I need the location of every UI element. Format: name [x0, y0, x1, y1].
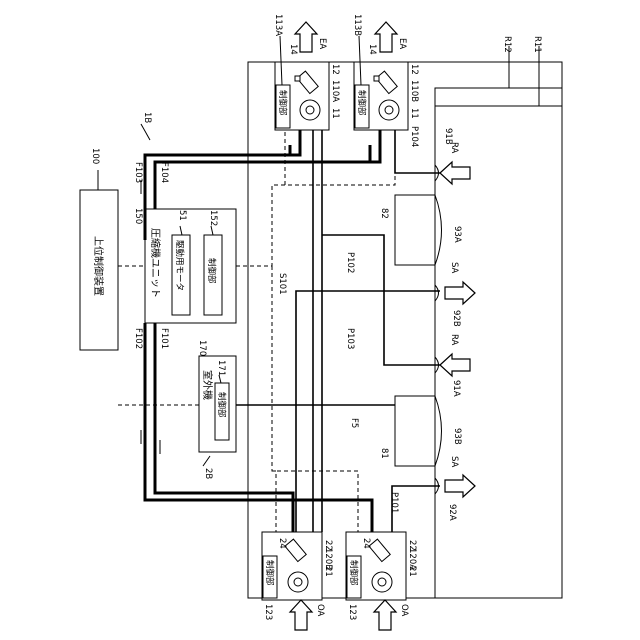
indoor-coil-82 [395, 195, 435, 265]
u123b-label: 123 [263, 604, 273, 620]
n93a-label: 93A [452, 226, 462, 243]
diffuser-93b [435, 396, 442, 466]
outdoor-ref-label: 170 [197, 340, 207, 356]
outdoor-control-label: 制御部 [216, 392, 227, 418]
n24a-label: 24 [361, 538, 371, 549]
diffuser-93a [435, 195, 442, 265]
ea-label-a: EA [317, 38, 327, 49]
ea-label-b: EA [397, 38, 407, 49]
sa-arrow-upper [445, 282, 475, 304]
p102-label: P102 [345, 252, 355, 273]
oa-label-b: OA [315, 604, 325, 617]
n12b-label: 12 [409, 64, 419, 75]
oa-arrow-b [290, 600, 312, 630]
exhaust-ctrl-113a-label: 制御部 [277, 90, 288, 116]
motor-ref-label: 51 [177, 210, 187, 221]
s101-label: S101 [277, 273, 287, 295]
f104-label: F104 [159, 162, 169, 183]
controller-ref-label: 100 [90, 148, 100, 164]
oa-label-a: OA [399, 604, 409, 617]
outdoor-ctrl-ref-label: 171 [216, 360, 226, 376]
u113a-label: 113A [273, 14, 283, 36]
system-label-leader [141, 124, 150, 140]
compressor-control-label: 制御部 [206, 258, 217, 284]
unit-2b-label: 2B [203, 468, 213, 479]
ea-arrow-b [375, 22, 397, 52]
compressor-ref-label: 150 [133, 208, 143, 224]
exhaust-ctrl-113b-label: 制御部 [356, 90, 367, 116]
oa-arrow-a [374, 600, 396, 630]
sa-arrow-lower [445, 475, 475, 497]
n12a-label: 12 [330, 64, 340, 75]
outdoor-unit-label: 室外機 [201, 370, 214, 400]
upper-controller-label: 上位制御装置 [92, 236, 105, 296]
n92b-label: 92B [451, 310, 461, 327]
f103-label: F103 [133, 162, 143, 183]
n11a-label: 11 [330, 108, 340, 119]
ra-arrow-lower [440, 354, 470, 376]
system-label: 1B [142, 112, 152, 123]
n91a-label: 91A [451, 380, 461, 397]
building-outline [248, 62, 562, 598]
sa-label-upper: SA [449, 262, 459, 274]
pipe-f104 [155, 106, 380, 209]
u110a-label: 110A [330, 80, 340, 102]
n14b-label: 14 [367, 44, 377, 55]
vent-92b [435, 285, 439, 301]
u123a-label: 123 [347, 604, 357, 620]
drive-motor-label: 駆動用モータ [174, 240, 185, 291]
n92a-label: 92A [447, 504, 457, 521]
f5-label: F5 [349, 418, 359, 428]
f102-label: F102 [133, 328, 143, 349]
room-r11-label: R11 [532, 36, 542, 53]
room-r12-label: R12 [502, 36, 512, 53]
indoor-coil-81 [395, 396, 435, 466]
n14a-label: 14 [288, 44, 298, 55]
u110b-label: 110B [409, 80, 419, 102]
p103-label: P103 [345, 328, 355, 349]
n82-label: 82 [379, 208, 389, 219]
n11b-label: 11 [409, 108, 419, 119]
ra-arrow-upper [440, 162, 470, 184]
u120b-label: 120B [323, 548, 333, 570]
sensor-14a [295, 76, 300, 81]
n24b-label: 24 [277, 538, 287, 549]
u113b-label: 113B [352, 14, 362, 36]
supply-ctrl-123a-label: 制御部 [348, 560, 359, 586]
compressor-unit-label: 圧縮機ユニット [149, 228, 162, 298]
sensor-14b [374, 76, 379, 81]
ra-label-lower: RA [449, 334, 459, 346]
p101-label: P101 [389, 492, 399, 513]
supply-ctrl-123b-label: 制御部 [264, 560, 275, 586]
comp-ctrl-ref-label: 152 [208, 210, 218, 226]
p104-label: P104 [409, 126, 419, 147]
u120a-label: 120A [407, 548, 417, 570]
pipe-f102 [145, 323, 372, 532]
sa-label-lower: SA [449, 456, 459, 468]
f101-label: F101 [159, 328, 169, 349]
n93b-label: 93B [452, 428, 462, 445]
n81-label: 81 [379, 448, 389, 459]
ra-label-upper: RA [449, 142, 459, 154]
unit-2b-leader [203, 456, 210, 466]
